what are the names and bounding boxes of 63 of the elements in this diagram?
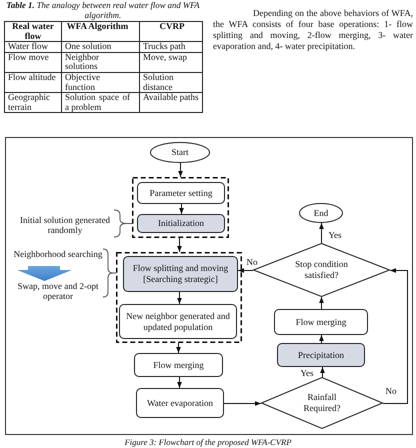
dashed-group-frame xyxy=(132,177,229,238)
step-label: Parameter setting xyxy=(150,188,212,198)
arrow xyxy=(319,222,324,244)
decision-diamond xyxy=(261,377,383,429)
table-cell: Water flow xyxy=(4,42,62,52)
process-box xyxy=(277,343,365,367)
step-label: Flow merging xyxy=(153,360,204,370)
edge-label: No xyxy=(384,386,398,396)
terminal-ellipse xyxy=(299,203,343,223)
table-cell: Geographic terrain xyxy=(4,92,62,113)
annotation-text: Neighborhood searching xyxy=(12,249,104,259)
table-cell: Flow move xyxy=(4,52,62,72)
process-box xyxy=(123,256,238,292)
annotation-text: Initial solution generated randomly xyxy=(19,215,111,235)
process-box xyxy=(134,353,223,377)
body-paragraph: Depending on the above behaviors of WFA, the WFA consists of four base operations: 1- flow splitting and moving, 2-flow merging, 3- water evaporation and, 4- water precipitation. xyxy=(213,8,413,52)
edge-label: No xyxy=(246,257,258,267)
process-box xyxy=(136,388,224,418)
arrow xyxy=(179,204,184,214)
arrow xyxy=(319,296,324,310)
header-cell: Real water flow xyxy=(4,22,62,42)
process-box xyxy=(119,304,237,339)
arrow xyxy=(238,268,254,273)
process-box xyxy=(274,309,368,335)
table-cell: Objective function xyxy=(62,72,140,93)
arrow xyxy=(320,366,325,378)
step-label: Initialization xyxy=(158,218,204,229)
process-box xyxy=(137,214,225,233)
table-cell: Solution distance xyxy=(140,72,202,93)
arrow xyxy=(224,401,262,406)
decision-label: Rainfall Required? xyxy=(302,392,342,414)
table-cell: Flow altitude xyxy=(4,72,62,93)
terminal-label: Start xyxy=(172,147,188,158)
arrow xyxy=(177,238,182,252)
arrow xyxy=(319,334,324,344)
terminal-ellipse xyxy=(150,142,210,163)
dashed-group-frame xyxy=(116,252,242,343)
arrow xyxy=(177,292,182,304)
edge-label: Yes xyxy=(327,230,343,240)
header-cell: WFA Algorithm xyxy=(62,22,140,42)
table-caption: Table 1. The analogy between real water flow and WFA algorithm. xyxy=(5,1,201,20)
step-label: Flow splitting and moving [Searching strategic] xyxy=(132,263,230,285)
table-cell: Move, swap xyxy=(140,52,202,72)
step-label: New neighbor generated and updated population xyxy=(125,310,231,332)
step-label: Flow merging xyxy=(296,316,346,328)
process-box xyxy=(137,182,225,204)
table-cell: Solution space of a problem xyxy=(62,92,140,113)
annotation-text: Swap, move and 2-opt operator xyxy=(16,281,100,301)
arrow xyxy=(176,342,181,354)
arrow xyxy=(178,162,183,178)
table-cell: Neighbor solutions xyxy=(62,52,140,72)
header-cell: CVRP xyxy=(140,22,202,42)
table-cell: Trucks path xyxy=(140,42,202,52)
arrow xyxy=(382,268,408,404)
step-label: Precipitation xyxy=(298,350,344,360)
table-cell: Available paths xyxy=(140,92,202,113)
step-label: Water evaporation xyxy=(147,398,213,408)
edge-label: Yes xyxy=(299,368,315,378)
terminal-label: End xyxy=(314,208,328,218)
decision-label: Stop condition satisfied? xyxy=(294,259,349,281)
table-cell: One solution xyxy=(62,42,140,52)
figure-caption: Figure 3: Flowchart of the proposed WFA-CVRP xyxy=(124,437,292,447)
arrow xyxy=(177,376,182,388)
